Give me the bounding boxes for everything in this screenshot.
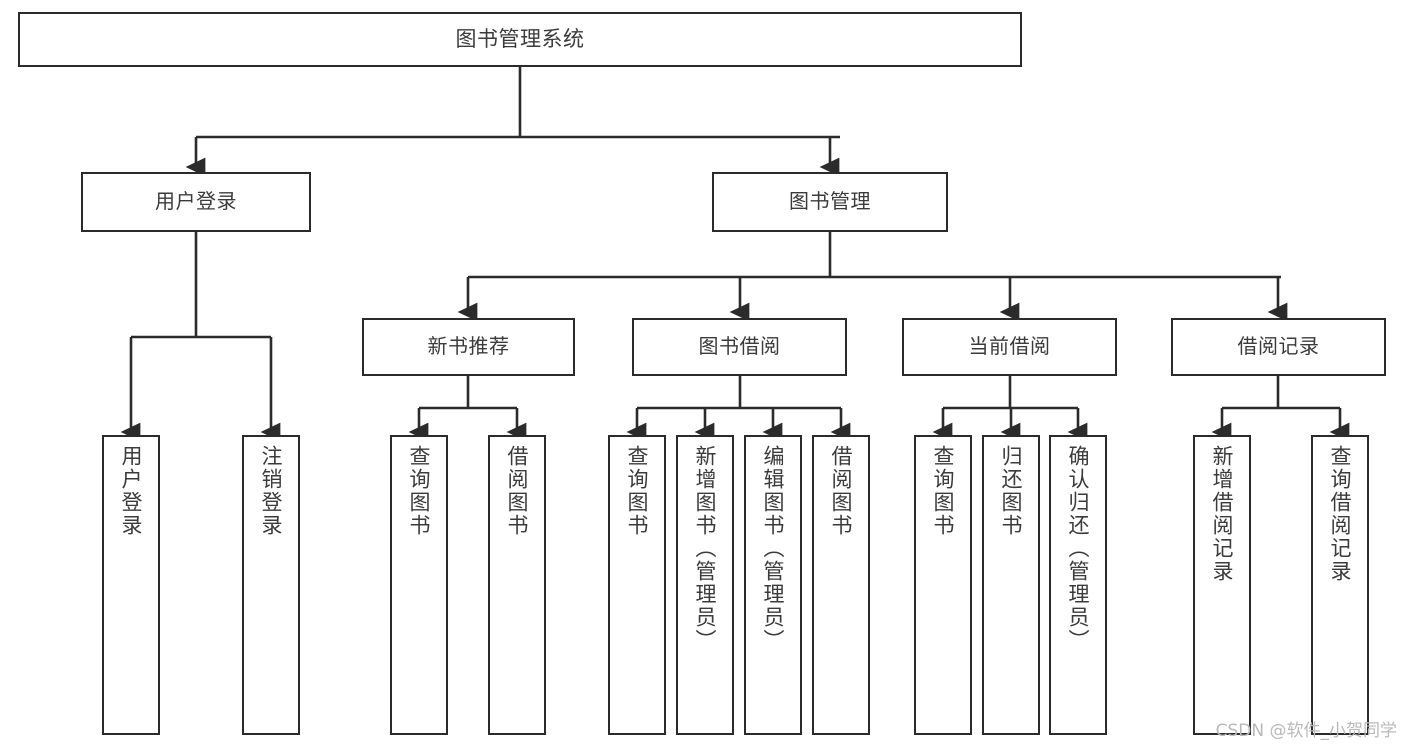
node-user-login[interactable]: 用户登录 <box>81 172 311 232</box>
node-new-book-recommend[interactable]: 新书推荐 <box>362 318 575 376</box>
leaf-borrow-borrow-book[interactable]: 借阅图书 <box>812 435 870 735</box>
node-label: 新增图书（管理员） <box>693 445 718 652</box>
node-label: 新书推荐 <box>427 334 510 359</box>
node-root-system[interactable]: 图书管理系统 <box>18 12 1022 67</box>
node-current-borrow[interactable]: 当前借阅 <box>902 318 1117 376</box>
node-label: 当前借阅 <box>968 334 1051 359</box>
leaf-borrow-add-book[interactable]: 新增图书（管理员） <box>676 435 734 735</box>
node-borrow-record[interactable]: 借阅记录 <box>1171 318 1386 376</box>
leaf-record-query-record[interactable]: 查询借阅记录 <box>1311 435 1369 735</box>
node-label: 编辑图书（管理员） <box>761 445 786 652</box>
node-label: 查询图书 <box>407 445 432 537</box>
node-label: 用户登录 <box>155 189 237 214</box>
node-label: 借阅图书 <box>505 445 530 537</box>
node-label: 新增借阅记录 <box>1210 445 1235 583</box>
node-label: 查询图书 <box>931 445 956 537</box>
leaf-recommend-borrow-book[interactable]: 借阅图书 <box>488 435 546 735</box>
node-label: 查询借阅记录 <box>1328 445 1353 583</box>
leaf-current-query-book[interactable]: 查询图书 <box>914 435 972 735</box>
node-label: 图书借阅 <box>698 334 781 359</box>
leaf-record-add-record[interactable]: 新增借阅记录 <box>1193 435 1251 735</box>
node-label: 查询图书 <box>625 445 650 537</box>
node-book-borrow[interactable]: 图书借阅 <box>632 318 847 376</box>
node-label: 图书管理系统 <box>455 27 585 52</box>
leaf-current-return-book[interactable]: 归还图书 <box>982 435 1040 735</box>
node-label: 借阅记录 <box>1237 334 1320 359</box>
leaf-current-confirm-return[interactable]: 确认归还（管理员） <box>1049 435 1107 735</box>
leaf-user-login-logout[interactable]: 注销登录 <box>242 435 300 735</box>
node-label: 归还图书 <box>999 445 1024 537</box>
leaf-user-login-login[interactable]: 用户登录 <box>102 435 160 735</box>
leaf-borrow-query-book[interactable]: 查询图书 <box>608 435 666 735</box>
node-label: 注销登录 <box>259 445 284 537</box>
node-label: 用户登录 <box>119 445 144 537</box>
csdn-watermark: CSDN @软件_小贺同学 <box>1215 721 1397 741</box>
node-label: 图书管理 <box>789 189 871 214</box>
leaf-recommend-query-book[interactable]: 查询图书 <box>390 435 448 735</box>
leaf-borrow-edit-book[interactable]: 编辑图书（管理员） <box>744 435 802 735</box>
node-label: 确认归还（管理员） <box>1066 445 1091 652</box>
node-book-management[interactable]: 图书管理 <box>712 172 948 232</box>
node-label: 借阅图书 <box>829 445 854 537</box>
